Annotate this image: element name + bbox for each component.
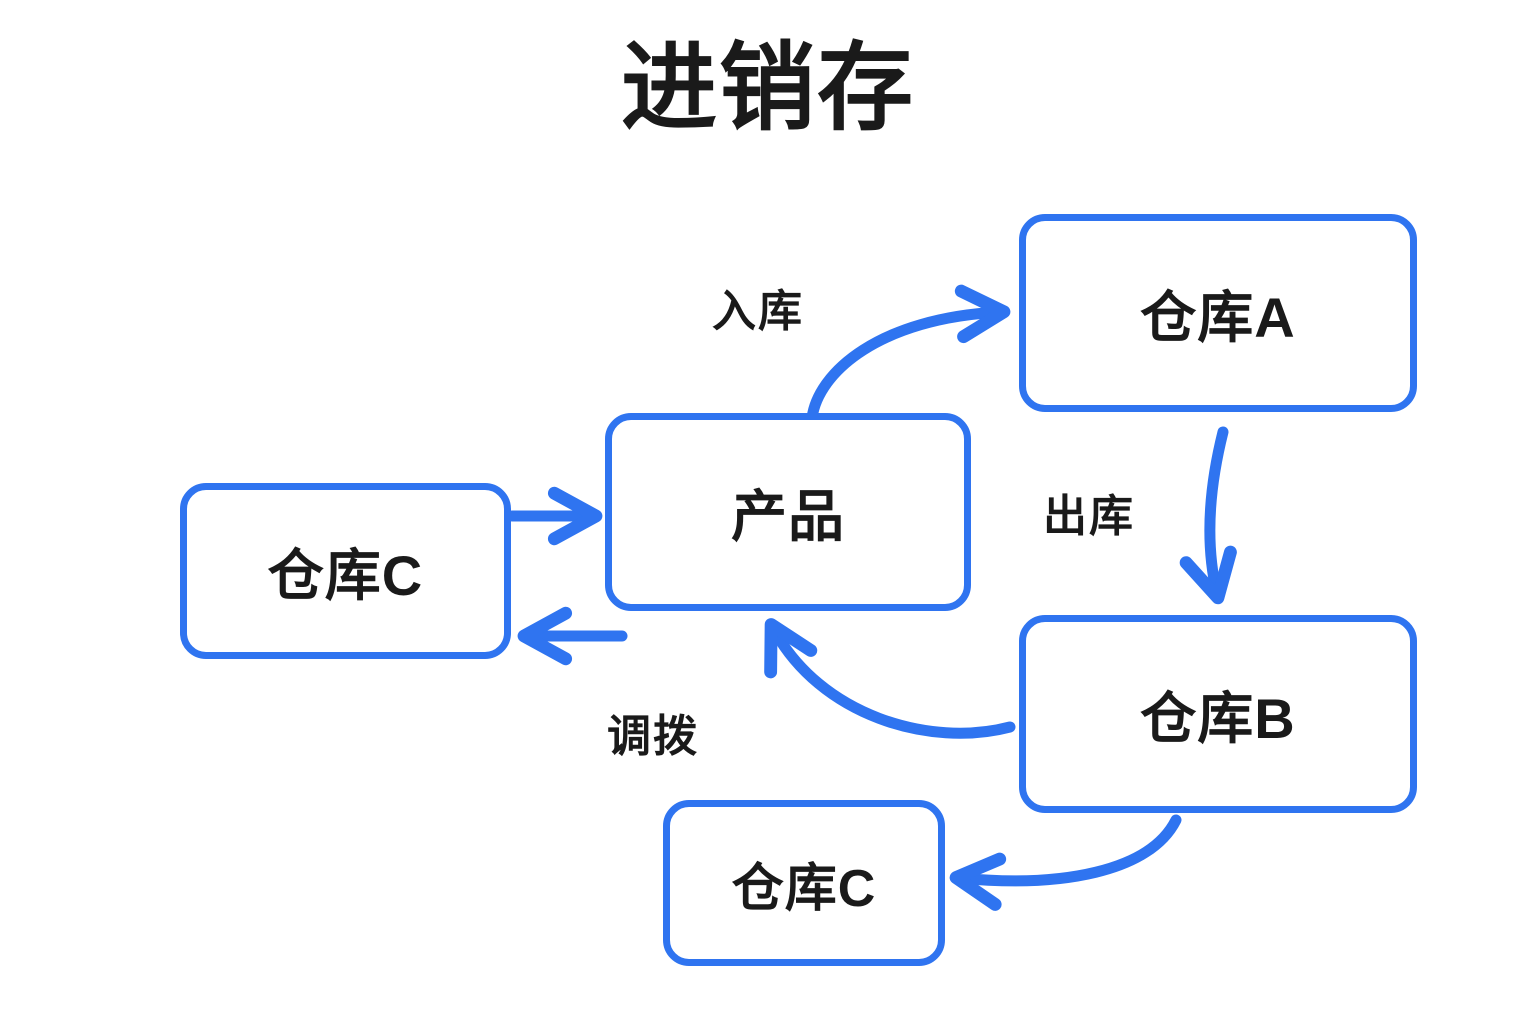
edge-warehouse-b-to-warehouse-c-bottom [949,814,1182,911]
edge-warehouse-b-to-product [764,618,1016,739]
edge-label-stock-out: 出库 [1043,492,1135,541]
node-warehouse-c-left-label: 仓库C [267,543,424,607]
node-product-label: 产品 [731,484,845,548]
node-warehouse-c-bottom-label: 仓库C [731,859,877,918]
edge-label-stock-in: 入库 [712,287,804,336]
edge-label-transfer: 调拨 [607,712,699,761]
node-warehouse-b-label: 仓库B [1140,686,1296,750]
node-warehouse-a[interactable]: 仓库A [1019,214,1417,412]
edge-product-to-warehouse-a [806,284,1011,424]
node-warehouse-c-bottom[interactable]: 仓库C [663,800,945,966]
node-warehouse-c-left[interactable]: 仓库C [180,483,511,659]
node-warehouse-a-label: 仓库A [1140,285,1296,349]
edge-warehouse-a-to-warehouse-b [1179,426,1237,605]
page-title: 进销存 [621,35,915,142]
node-product[interactable]: 产品 [605,413,971,611]
node-warehouse-b[interactable]: 仓库B [1019,615,1417,813]
